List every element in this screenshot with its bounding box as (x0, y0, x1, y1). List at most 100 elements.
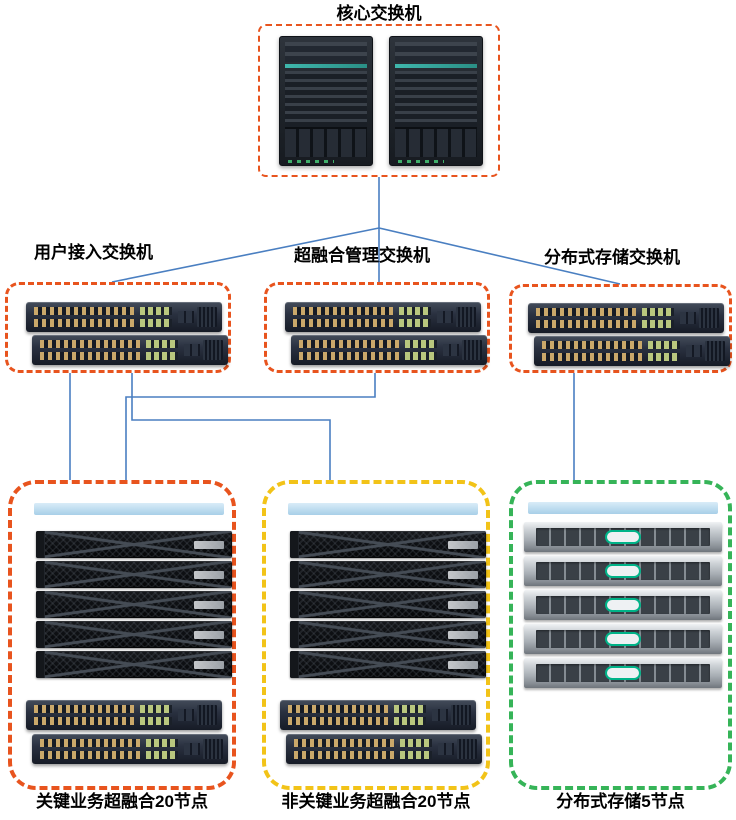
core-switch-label: 核心交换机 (336, 4, 422, 23)
critical-cluster-box (8, 480, 236, 790)
mgmt-switch-label: 超融合管理交换机 (294, 246, 430, 265)
critical-server-5 (36, 651, 232, 678)
storage-node-1 (524, 522, 722, 552)
uplink-ports (443, 344, 459, 356)
sfp-port-row (40, 739, 140, 747)
rj45-port-row (140, 307, 172, 315)
server-logo (194, 631, 224, 639)
critical-server-3 (36, 591, 232, 618)
sfp-port-row (288, 717, 388, 725)
noncritical-server-4 (290, 621, 486, 648)
vendor-badge (605, 666, 641, 680)
sfp-port-row (34, 705, 134, 713)
noncritical-server-2 (290, 561, 486, 588)
server-ear (36, 651, 45, 678)
sfp-port-row (299, 340, 399, 348)
chassis-line-cards (285, 71, 367, 127)
critical-server-1 (36, 531, 232, 558)
server-ear (36, 561, 45, 588)
noncritical-cluster-label: 非关键业务超融合20节点 (281, 792, 471, 811)
rj45-port-row (400, 739, 432, 747)
server-ear (290, 531, 299, 558)
rj45-port-row (146, 352, 178, 360)
server-ear (290, 561, 299, 588)
access-switch-group-box (5, 282, 231, 373)
storage-node-3 (524, 590, 722, 620)
uplink-ports (680, 312, 696, 324)
server-logo (194, 541, 224, 549)
critical-server-2 (36, 561, 232, 588)
rj45-port-row (146, 751, 178, 759)
access-switch-2 (32, 335, 228, 365)
chassis-supervisor-modules (395, 42, 477, 62)
storage-switch-1 (528, 303, 724, 333)
server-logo (194, 661, 224, 669)
uplink-ports (437, 311, 453, 323)
server-ear (36, 591, 45, 618)
server-logo (194, 601, 224, 609)
psu-vent (456, 307, 476, 327)
storage-switch-group-box (509, 284, 732, 373)
chassis-fan-tray (395, 127, 477, 157)
rack-glare (528, 502, 718, 514)
mgmt-switch-2 (291, 335, 487, 365)
critical-server-4 (36, 621, 232, 648)
core-chassis-1 (279, 36, 373, 166)
link-mgmt-to-critical-cluster (125, 373, 376, 480)
rj45-port-row (648, 353, 680, 361)
server-ear (290, 591, 299, 618)
access-switch-1 (26, 302, 222, 332)
chassis-leds (288, 160, 334, 163)
noncritical-cluster-switch-1 (280, 700, 476, 730)
sfp-port-row (294, 739, 394, 747)
uplink-ports (184, 743, 200, 755)
server-logo (448, 571, 478, 579)
storage-node-4 (524, 624, 722, 654)
vendor-badge (605, 598, 641, 612)
sfp-port-row (34, 307, 134, 315)
noncritical-server-1 (290, 531, 486, 558)
rj45-port-row (140, 319, 172, 327)
rj45-port-row (648, 341, 680, 349)
noncritical-cluster-switch-2 (286, 734, 482, 764)
psu-vent (705, 341, 725, 361)
noncritical-server-3 (290, 591, 486, 618)
rj45-port-row (642, 320, 674, 328)
rj45-port-row (146, 340, 178, 348)
rj45-port-row (146, 739, 178, 747)
uplink-ports (184, 344, 200, 356)
mgmt-switch-group-box (264, 282, 490, 373)
rj45-port-row (399, 319, 431, 327)
server-logo (448, 661, 478, 669)
chassis-supervisor-modules (285, 42, 367, 62)
server-logo (448, 541, 478, 549)
server-logo (448, 631, 478, 639)
storage-node-5 (524, 658, 722, 688)
core-chassis-2 (389, 36, 483, 166)
server-ear (290, 621, 299, 648)
sfp-port-row (542, 353, 642, 361)
uplink-ports (686, 345, 702, 357)
vendor-badge (605, 564, 641, 578)
rj45-port-row (394, 705, 426, 713)
server-ear (36, 621, 45, 648)
critical-cluster-label: 关键业务超融合20节点 (36, 792, 208, 811)
storage-cluster-label: 分布式存储5节点 (556, 792, 685, 811)
rj45-port-row (642, 308, 674, 316)
server-logo (448, 601, 478, 609)
server-logo (194, 571, 224, 579)
link-core-to-storage-switch (378, 227, 621, 285)
psu-vent (451, 705, 471, 725)
critical-cluster-switch-1 (26, 700, 222, 730)
uplink-ports (438, 743, 454, 755)
rj45-port-row (405, 340, 437, 348)
storage-cluster-box (509, 480, 732, 790)
uplink-ports (432, 709, 448, 721)
link-core-to-access-switch (111, 227, 380, 283)
sfp-port-row (34, 319, 134, 327)
sfp-port-row (288, 705, 388, 713)
chassis-leds (398, 160, 444, 163)
core-switch-group-box (258, 24, 500, 177)
